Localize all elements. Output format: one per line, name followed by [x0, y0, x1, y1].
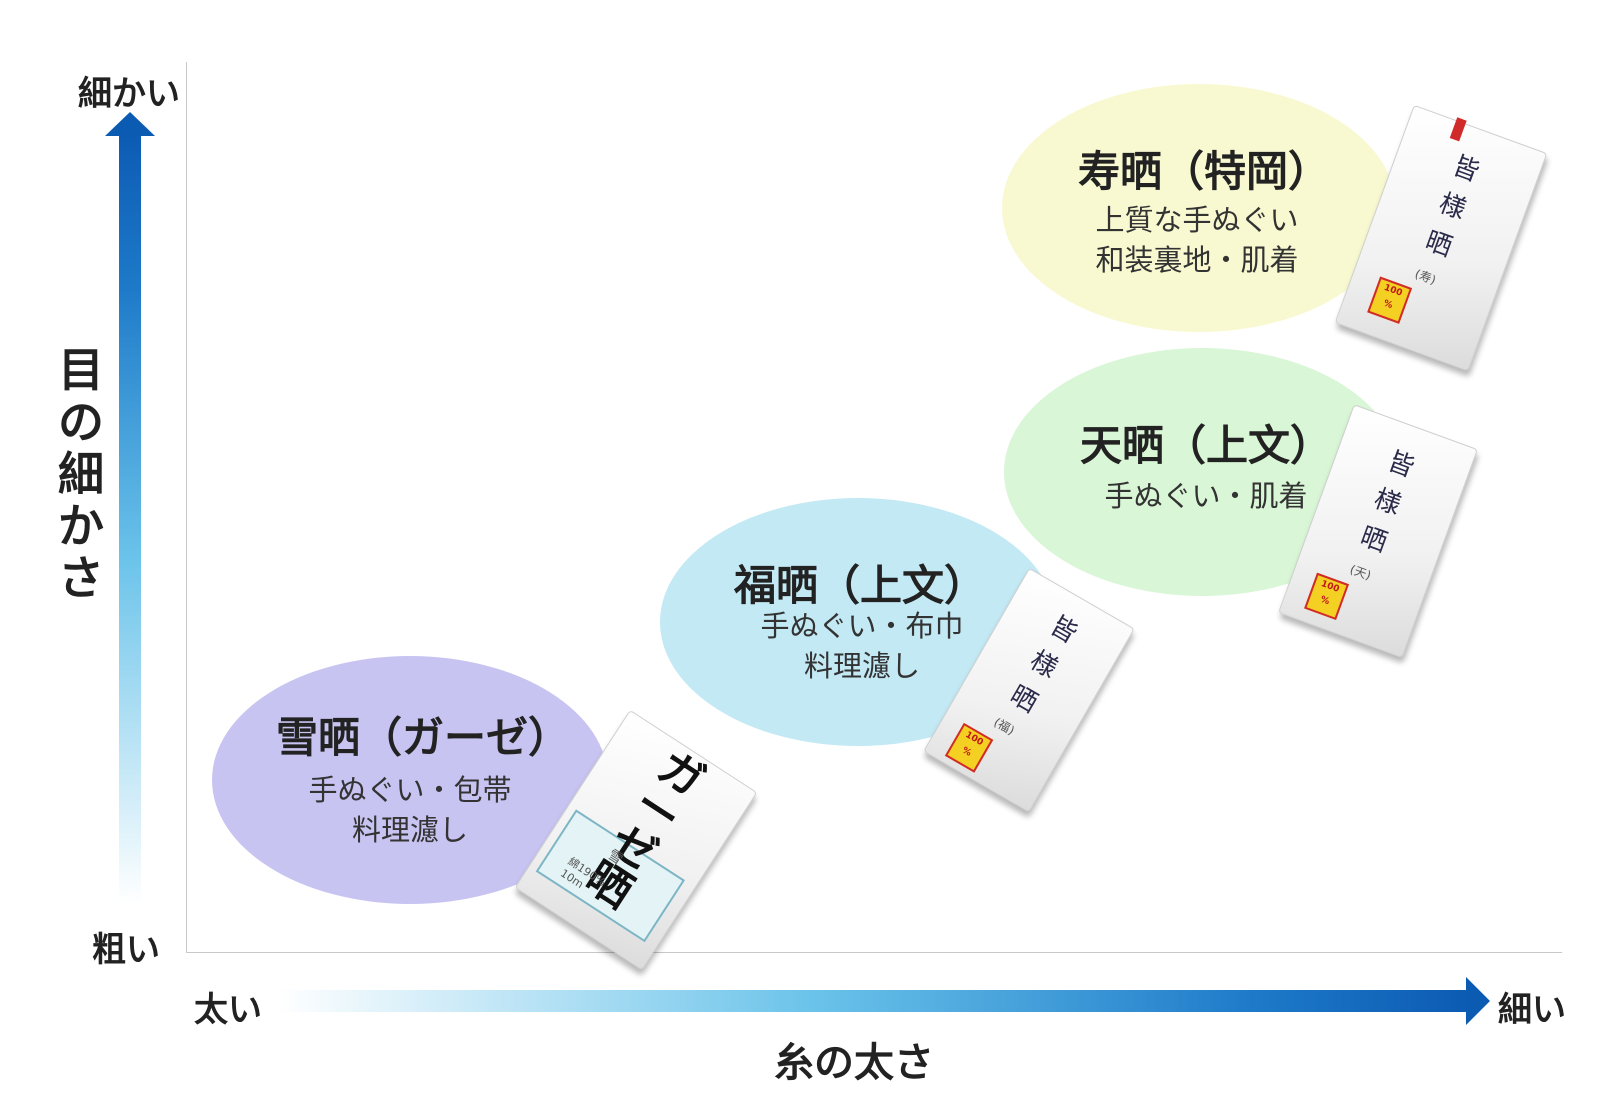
desc-fuku: 手ぬぐい・布巾 料理濾し	[760, 609, 964, 683]
desc-yuki: 手ぬぐい・包帯 料理濾し	[308, 773, 512, 847]
x-axis-title: 糸の太さ	[774, 1040, 934, 1086]
x-axis-right-label: 細い	[1498, 990, 1566, 1030]
product-ten-package: 皆 様 晒 (天) 100%	[1278, 404, 1500, 658]
y-axis-arrow-head-icon	[105, 112, 155, 136]
y-axis-arrow	[119, 134, 141, 904]
title-fuku: 福晒（上文）	[734, 561, 987, 610]
y-axis-top-label: 細かい	[78, 74, 180, 114]
x-axis-line	[186, 952, 1562, 953]
x-axis-left-label: 太い	[194, 990, 262, 1030]
x-axis-arrow	[278, 990, 1468, 1012]
product-yuki-package: ガ ー ゼ 晒 雪 綿190% 10m	[514, 709, 780, 971]
title-ten: 天晒（上文）	[1080, 421, 1333, 470]
product-fuku-package: 皆 様 晒 (福) 100%	[923, 567, 1140, 813]
desc-kotobuki: 上質な手ぬぐい 和装裏地・肌着	[1095, 203, 1299, 277]
y-axis-bottom-label: 粗い	[92, 930, 160, 970]
y-axis-line	[186, 62, 187, 952]
title-kotobuki: 寿晒（特岡）	[1078, 147, 1331, 196]
y-axis-title: 目 の 細 か さ	[58, 343, 104, 605]
desc-ten: 手ぬぐい・肌着	[1104, 479, 1308, 513]
title-yuki: 雪晒（ガーゼ）	[276, 713, 571, 762]
product-kotobuki-package: 皆 様 晒 (寿) 100%	[1330, 104, 1570, 372]
bubble-kotobuki	[1002, 84, 1396, 332]
x-axis-arrow-head-icon	[1466, 977, 1490, 1025]
